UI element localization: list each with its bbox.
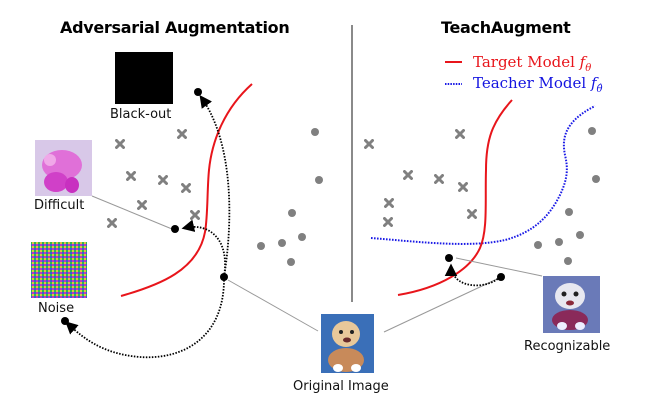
difficult-point <box>171 225 179 233</box>
teacher-boundary <box>370 105 596 245</box>
left-panel-title: Adversarial Augmentation <box>60 18 290 37</box>
original-image <box>321 314 374 373</box>
blackout-point <box>194 88 202 96</box>
difficult-image <box>35 140 92 196</box>
left-crosses <box>107 129 200 228</box>
blackout-label: Black-out <box>110 107 172 122</box>
teacher-legend-symbol: f <box>590 74 597 92</box>
target-legend-label: Target Model <box>473 53 580 71</box>
arrow-to-recognizable <box>444 263 501 287</box>
right-dots <box>534 127 600 265</box>
arrow-to-blackout <box>199 94 231 278</box>
recognizable-point <box>445 254 453 262</box>
noise-image <box>31 242 87 298</box>
right-crosses <box>364 129 477 227</box>
teacher-legend: Teacher Model fθ̂ <box>473 74 603 95</box>
target-legend-symbol: f <box>579 53 586 71</box>
left-dots <box>257 128 323 266</box>
target-boundary-left <box>120 83 253 297</box>
original-point-right <box>497 273 505 281</box>
recognizable-image <box>543 276 600 333</box>
target-legend-sub: θ <box>585 63 592 74</box>
arrow-to-difficult <box>181 219 226 278</box>
target-legend: Target Model fθ <box>473 53 591 74</box>
teacher-legend-sub: θ̂ <box>596 84 603 95</box>
difficult-label: Difficult <box>34 198 85 213</box>
noise-label: Noise <box>38 301 75 316</box>
recognizable-link <box>455 257 543 277</box>
original-point-left <box>220 273 228 281</box>
noise-point <box>61 317 69 325</box>
right-panel-title: TeachAugment <box>441 18 571 37</box>
recognizable-label: Recognizable <box>524 339 611 354</box>
target-boundary-right <box>397 99 513 296</box>
difficult-link <box>91 195 173 230</box>
blackout-image <box>115 52 173 104</box>
teacher-legend-label: Teacher Model <box>473 74 591 92</box>
arrow-to-noise <box>65 276 225 359</box>
original-link-right <box>383 278 498 333</box>
original-link-left <box>227 279 319 332</box>
original-image-label: Original Image <box>293 379 389 394</box>
